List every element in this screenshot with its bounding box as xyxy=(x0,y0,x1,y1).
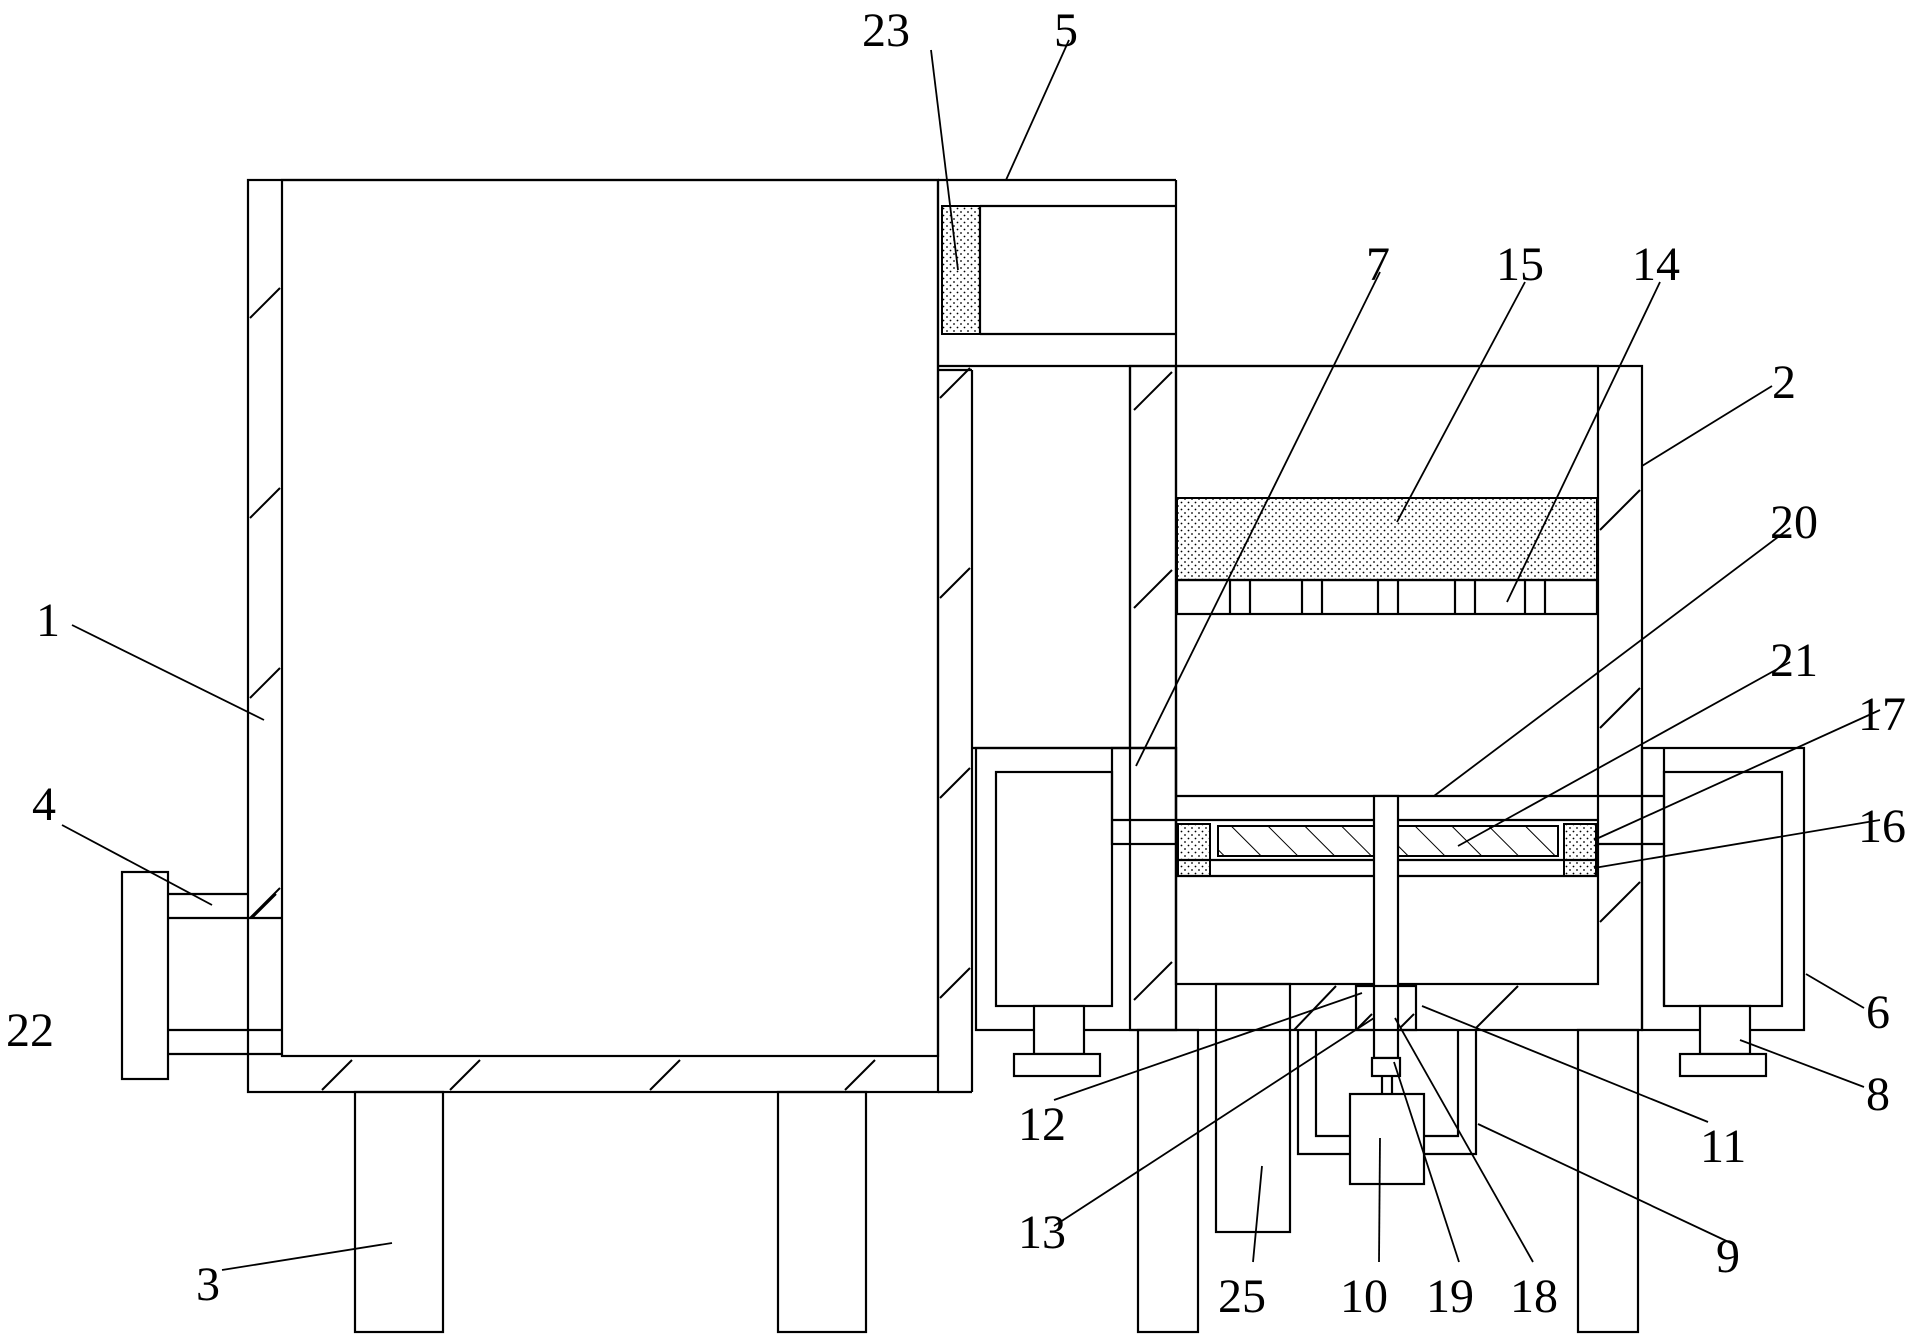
label-4: 4 xyxy=(32,778,56,831)
label-5: 5 xyxy=(1054,4,1078,57)
seal-left xyxy=(1177,823,1211,877)
main-tank xyxy=(246,178,974,1094)
left-cylinder xyxy=(974,746,1178,1078)
filter-layer xyxy=(1176,497,1598,581)
label-25: 25 xyxy=(1218,1270,1266,1323)
right-cylinder xyxy=(1597,746,1806,1078)
motor xyxy=(1348,1092,1426,1186)
label-2: 2 xyxy=(1772,356,1796,409)
label-9: 9 xyxy=(1716,1230,1740,1283)
label-11: 11 xyxy=(1700,1120,1746,1173)
outlet-valve xyxy=(120,870,170,1081)
coupling xyxy=(1370,1056,1402,1078)
label-14: 14 xyxy=(1632,238,1680,291)
motor-bracket xyxy=(1296,1030,1478,1156)
label-18: 18 xyxy=(1510,1270,1558,1323)
label-23: 23 xyxy=(862,4,910,57)
label-6: 6 xyxy=(1866,986,1890,1039)
outlet-pipe xyxy=(168,892,282,1056)
seal-right xyxy=(1563,823,1597,877)
label-16: 16 xyxy=(1858,800,1906,853)
label-10: 10 xyxy=(1340,1270,1388,1323)
vertical-duct xyxy=(972,366,1178,1030)
bearing xyxy=(1354,984,1418,1032)
label-1: 1 xyxy=(36,594,60,647)
label-7: 7 xyxy=(1366,238,1390,291)
label-3: 3 xyxy=(196,1258,220,1311)
label-12: 12 xyxy=(1018,1098,1066,1151)
label-20: 20 xyxy=(1770,496,1818,549)
label-15: 15 xyxy=(1496,238,1544,291)
label-8: 8 xyxy=(1866,1068,1890,1121)
leader-lines xyxy=(61,39,1881,1271)
label-21: 21 xyxy=(1770,634,1818,687)
channel-filter xyxy=(941,205,981,335)
drain-pipe xyxy=(1214,982,1337,1234)
label-17: 17 xyxy=(1858,688,1906,741)
label-13: 13 xyxy=(1018,1206,1066,1259)
support-grid xyxy=(1175,578,1599,616)
label-22: 22 xyxy=(6,1004,54,1057)
labels: 1 4 22 3 23 5 7 15 14 2 20 21 17 16 6 8 … xyxy=(6,4,1906,1323)
main-tank-legs xyxy=(353,1090,868,1334)
label-19: 19 xyxy=(1426,1270,1474,1323)
